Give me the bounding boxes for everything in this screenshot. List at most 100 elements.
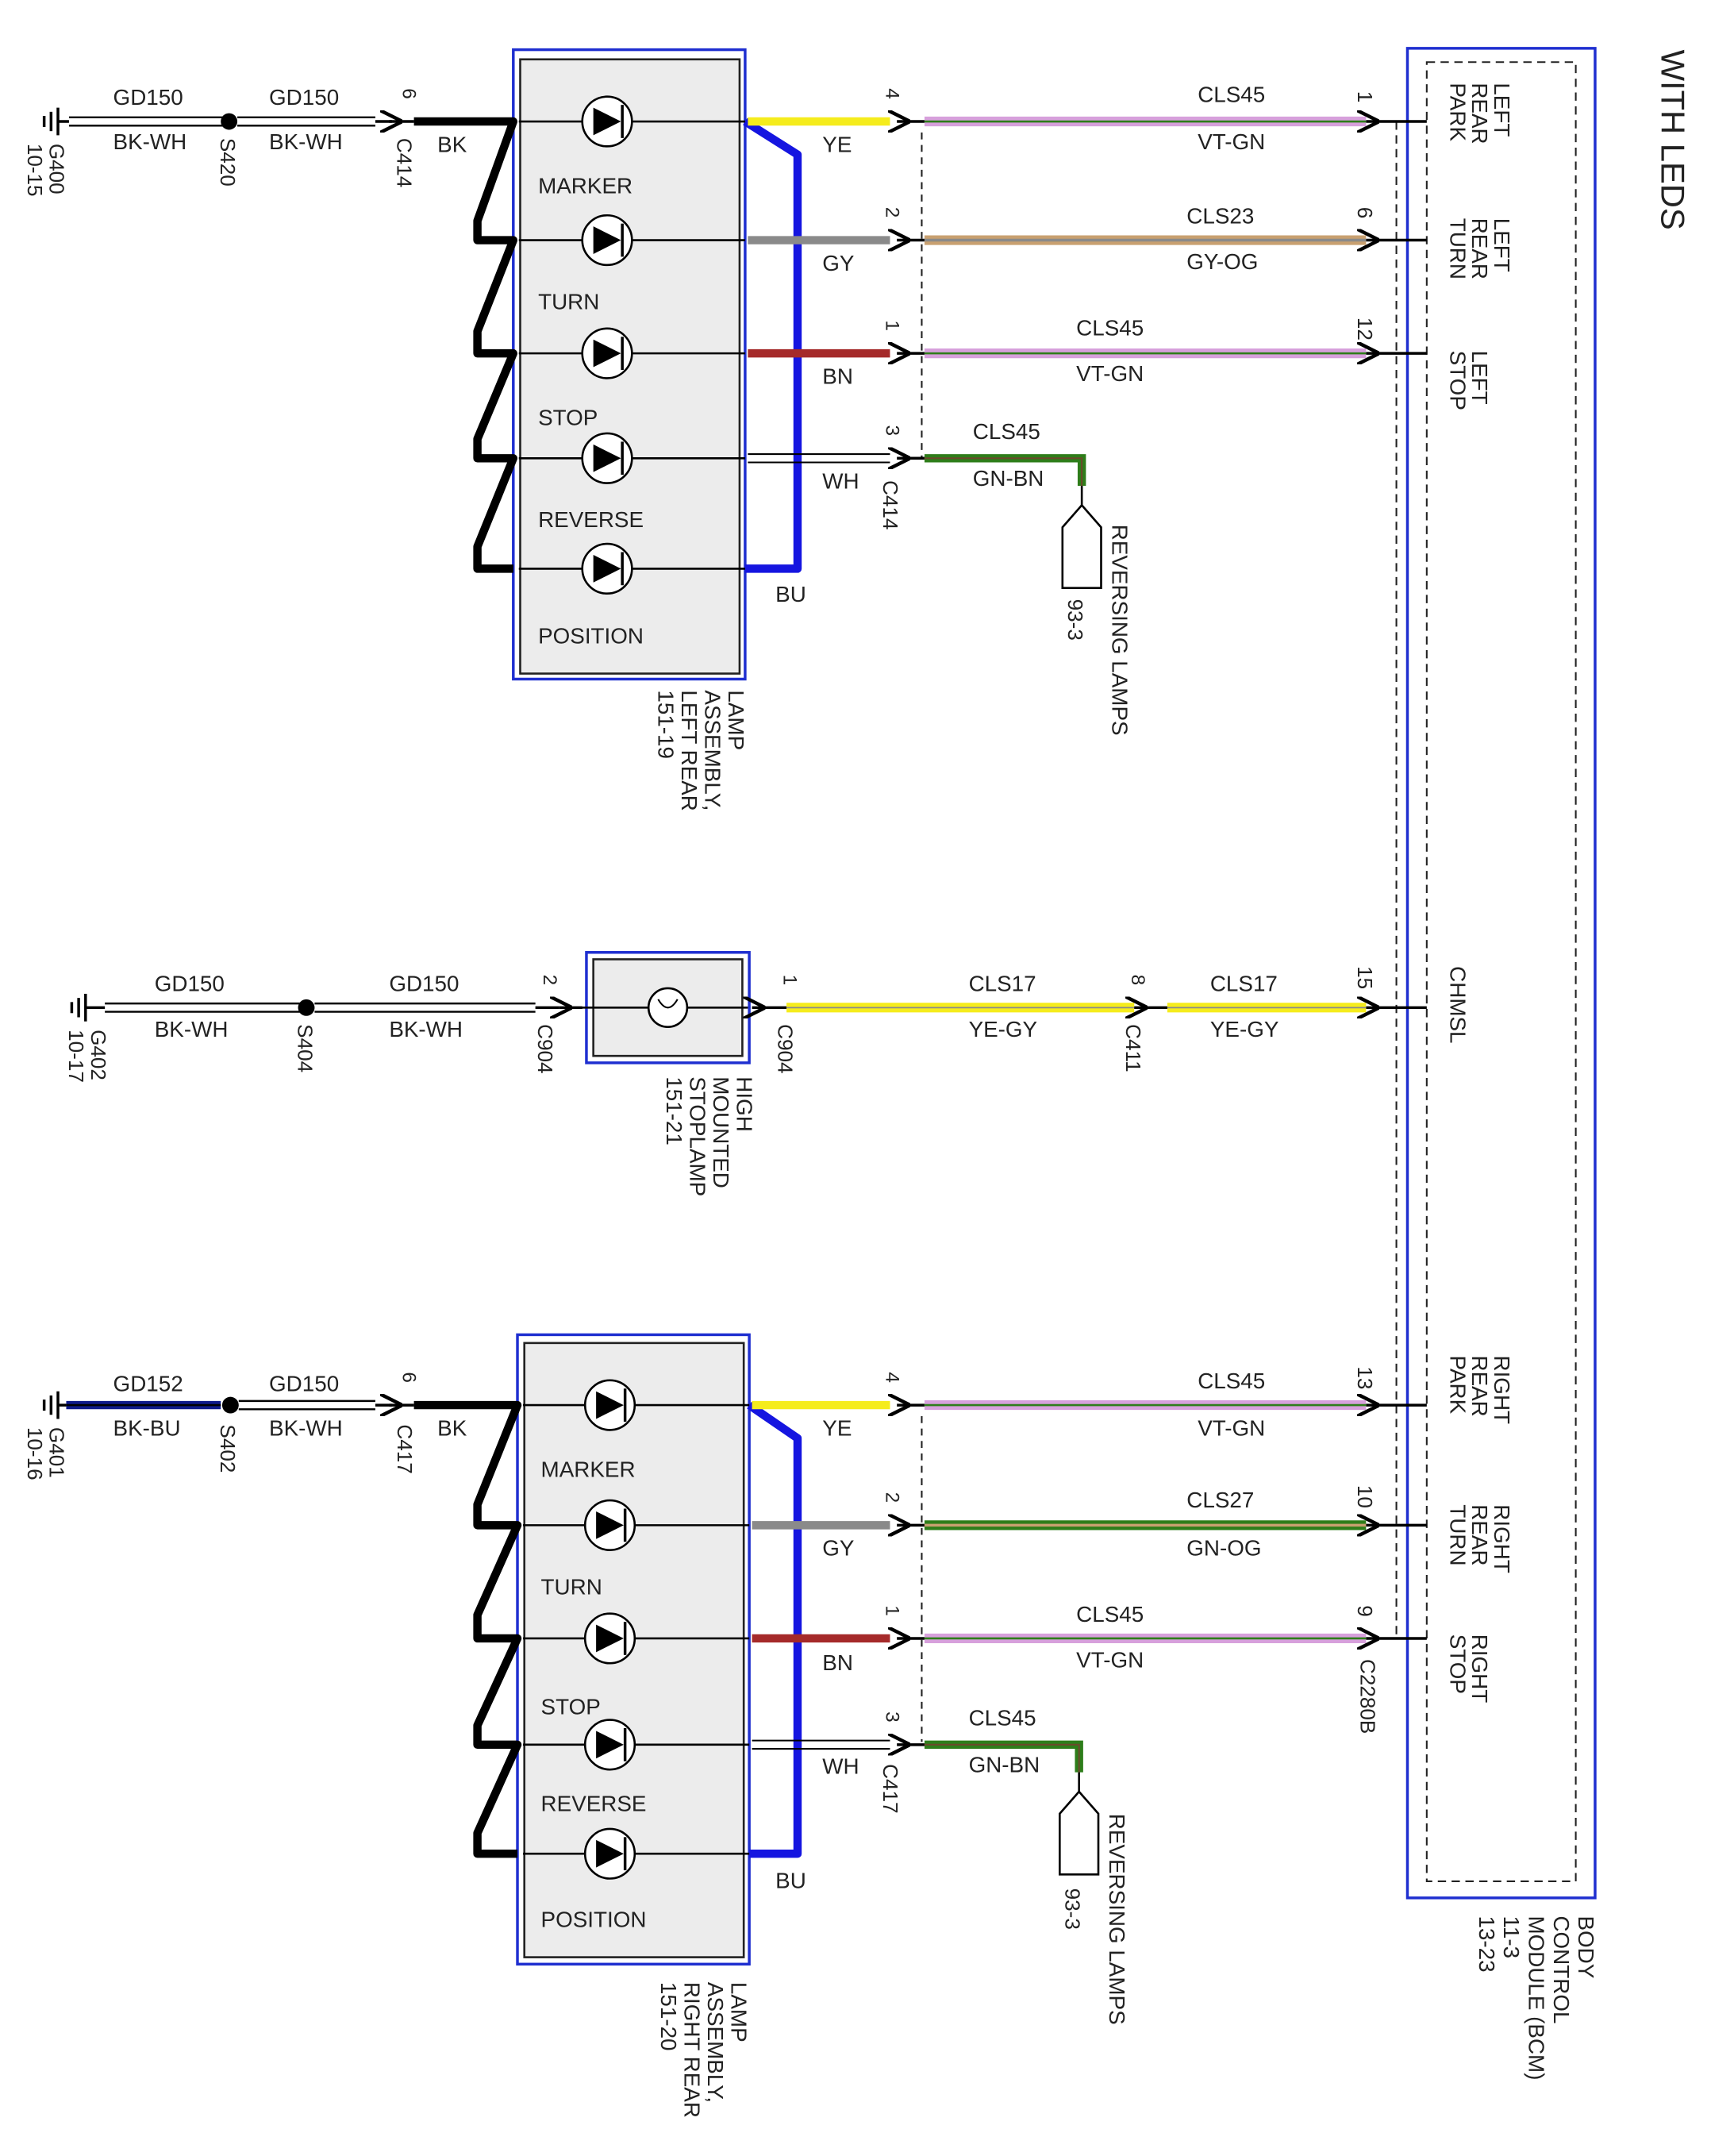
- bcm-pin-number: 1: [1353, 91, 1377, 103]
- bcm-pin-label: PARK: [1445, 1355, 1470, 1414]
- ground-wire-circuit: GD150: [269, 85, 339, 110]
- chmsl-title-line: MOUNTED: [709, 1076, 733, 1188]
- left-pin-number: 2: [881, 207, 902, 218]
- right-pin-color: GY: [822, 1536, 854, 1561]
- left-bulb-label: STOP: [538, 406, 598, 430]
- ground-wire-circuit: GD150: [269, 1372, 339, 1396]
- circuit-color: YE-GY: [969, 1017, 1038, 1041]
- bcm-pin-label: REAR: [1467, 218, 1492, 279]
- right-lamp-blue-loop: [747, 1401, 802, 1858]
- circuit-id: CLS45: [1198, 83, 1265, 107]
- bcm-pin-right-stop: 9 RIGHT STOP: [1353, 1605, 1492, 1703]
- left-reversing-lamps-tag: [1061, 503, 1102, 590]
- circuit-color: YE-GY: [1210, 1017, 1279, 1041]
- left-lamp-ground-bus: [413, 117, 518, 573]
- left-pin-number: 1: [881, 320, 902, 331]
- right-lamp-blue-loop-label: BU: [775, 1869, 806, 1893]
- right-circuit-turn: CLS27 GN-OG: [897, 1488, 1367, 1561]
- bcm-pin-number: 15: [1353, 966, 1377, 989]
- right-marker-led-icon: MARKER: [522, 1379, 750, 1482]
- lamp-title-line: LAMP: [724, 690, 748, 750]
- left-turn-led-icon: TURN: [518, 214, 745, 314]
- right-pin-number: 3: [881, 1711, 902, 1723]
- ground-wire-color: BK-WH: [269, 129, 343, 154]
- inline-pin: 8: [1127, 975, 1148, 986]
- bcm-pin-chmsl: 15 CHMSL: [1353, 966, 1470, 1043]
- ground-id: G400: [45, 144, 69, 194]
- ground-ref: 10-15: [23, 144, 47, 197]
- bcm-pin-label: RIGHT: [1467, 1634, 1492, 1704]
- lamp-title-line: ASSEMBLY,: [700, 690, 725, 810]
- right-lamp-ground-connector: C417: [393, 1424, 417, 1473]
- right-bulb-label: STOP: [541, 1695, 601, 1719]
- ground-ref: 10-16: [23, 1427, 47, 1480]
- right-stop-led-icon: STOP: [522, 1612, 750, 1719]
- high-mounted-stoplamp: HIGH MOUNTED STOPLAMP 151-21: [565, 951, 756, 1196]
- left-pin-number: 3: [881, 425, 902, 437]
- left-lamp-blue-loop: [743, 117, 802, 573]
- right-circuit-stop: CLS45 VT-GN: [897, 1602, 1367, 1672]
- bcm-pin-right-rear-park: 13 RIGHT REAR PARK: [1353, 1355, 1514, 1424]
- circuit-color: VT-GN: [1076, 1647, 1144, 1672]
- chmsl-title-line: HIGH: [732, 1076, 756, 1132]
- right-lamp-ground-pin: 6: [398, 1372, 420, 1383]
- chmsl-title-line: 151-21: [662, 1076, 686, 1145]
- right-lamp-ground-wire-color: BK: [437, 1415, 467, 1440]
- reversing-lamps-label: REVERSING LAMPS: [1105, 1814, 1129, 2025]
- left-lamp-connector-label: C414: [879, 480, 902, 529]
- right-pin-color: BN: [822, 1650, 853, 1675]
- lamp-title-line: RIGHT REAR: [679, 1982, 704, 2118]
- left-pin-color: WH: [822, 469, 859, 494]
- ground-id: G401: [45, 1427, 69, 1478]
- right-ground-chain: GD152 BK-BU S402 GD150 BK-WH G401 10-16: [23, 1372, 392, 1480]
- ground-splice: S404: [294, 1024, 317, 1072]
- right-circuit-park: CLS45 VT-GN: [897, 1369, 1367, 1440]
- left-lamp-ground-pin: 6: [398, 88, 420, 99]
- ground-wire-circuit: GD150: [155, 971, 225, 995]
- bcm-pin-label: TURN: [1445, 218, 1470, 279]
- left-lamp-ground-wire-color: BK: [437, 132, 467, 156]
- bcm-pin-left-rear-park: 1 LEFT REAR PARK: [1353, 83, 1514, 144]
- left-pin-number: 4: [881, 88, 902, 99]
- chmsl-ground-chain: GD150 BK-WH S404 GD150 BK-WH G402 10-17: [64, 971, 559, 1083]
- circuit-color: GN-BN: [973, 466, 1044, 491]
- bcm-pin-label: RIGHT: [1490, 1504, 1514, 1573]
- circuit-id: CLS45: [1076, 316, 1144, 341]
- circuit-color: VT-GN: [1198, 129, 1265, 154]
- bcm-title: BODY CONTROL MODULE (BCM) 11-3 13-23: [1475, 1915, 1598, 2080]
- left-circuit-park: CLS45 VT-GN: [897, 83, 1367, 154]
- bcm-pin-left-stop: 12 LEFT STOP: [1353, 318, 1492, 410]
- right-rear-lamp-assembly: LAMP ASSEMBLY, RIGHT REAR 151-20: [516, 1333, 752, 2118]
- right-pin-number: 1: [881, 1605, 902, 1616]
- circuit-id: CLS17: [969, 971, 1036, 995]
- bcm-title-line: 13-23: [1475, 1915, 1499, 1972]
- bcm-pin-number: 10: [1353, 1485, 1377, 1508]
- ground-wire-color: BK-BU: [113, 1415, 181, 1440]
- right-pin-color: WH: [822, 1754, 859, 1778]
- lamp-title-line: LEFT REAR: [677, 690, 702, 811]
- right-bulb-label: POSITION: [541, 1907, 647, 1931]
- circuit-id: CLS45: [969, 1705, 1036, 1730]
- left-marker-led-icon: MARKER: [518, 95, 745, 198]
- ground-wire-color: BK-WH: [113, 129, 187, 154]
- ground-wire-color: BK-WH: [389, 1017, 463, 1041]
- bcm-pin-label: LEFT: [1467, 351, 1492, 405]
- bcm-title-line: CONTROL: [1549, 1915, 1574, 2023]
- bcm-pin-label: CHMSL: [1445, 966, 1470, 1043]
- bcm-pin-label: STOP: [1445, 1634, 1470, 1694]
- left-rear-lamp-assembly: LAMP ASSEMBLY, LEFT REAR 151-19: [512, 48, 748, 811]
- bcm-pin-label: PARK: [1445, 83, 1470, 141]
- ground-wire-circuit: GD150: [389, 971, 459, 995]
- right-bulb-label: MARKER: [541, 1457, 636, 1482]
- left-pin-color: YE: [822, 132, 852, 156]
- circuit-id: CLS45: [1076, 1602, 1144, 1627]
- left-position-led-icon: POSITION: [518, 542, 745, 648]
- circuit-id: CLS17: [1210, 971, 1278, 995]
- left-bulb-label: POSITION: [538, 623, 644, 648]
- bcm-pin-label: REAR: [1467, 1355, 1492, 1416]
- right-pin3-wire: [752, 1739, 890, 1750]
- bcm-title-line: 11-3: [1499, 1915, 1524, 1958]
- bcm-pin-label: STOP: [1445, 351, 1470, 410]
- ground-ref: 10-17: [64, 1030, 88, 1083]
